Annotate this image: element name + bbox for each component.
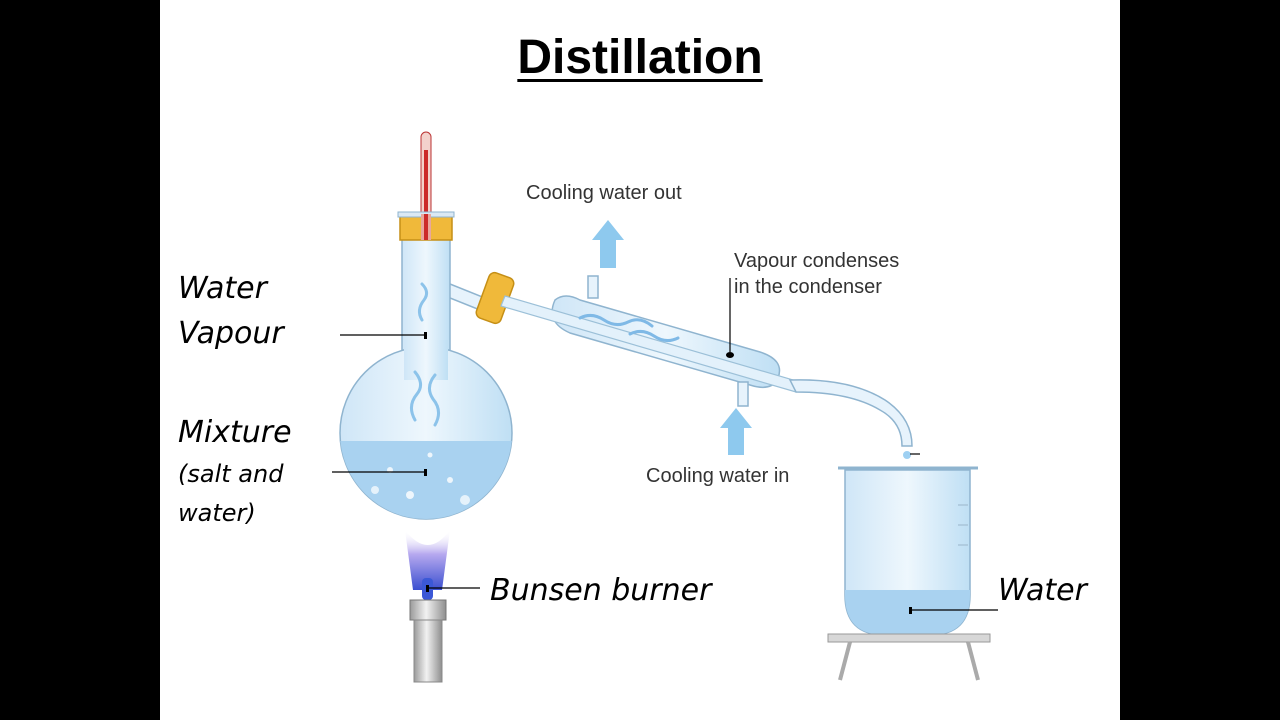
label-mixture-sub-2: water) — [178, 499, 256, 527]
caption-cooling-water-in: Cooling water in — [646, 465, 790, 487]
cooling-water-in-arrow — [720, 408, 752, 455]
slide: Distillation — [160, 0, 1120, 720]
caption-vapour-condenses-1: Vapour condenses — [734, 250, 900, 272]
leader-lines — [332, 278, 998, 614]
bunsen-burner — [405, 530, 450, 683]
flame-icon — [405, 530, 450, 590]
label-water: Water — [178, 271, 267, 306]
distillation-apparatus — [332, 131, 998, 683]
cooling-water-out-arrow — [592, 220, 624, 268]
label-vapour: Vapour — [178, 316, 284, 351]
label-mixture: Mixture — [178, 415, 292, 450]
beaker — [838, 466, 978, 636]
page-title: Distillation — [517, 31, 763, 84]
label-mixture-sub-1: (salt and — [178, 460, 284, 488]
caption-cooling-water-out: Cooling water out — [526, 182, 682, 204]
round-bottom-flask — [339, 211, 513, 520]
tripod-stand — [827, 633, 991, 681]
droplet — [903, 451, 911, 459]
caption-vapour-condenses-2: in the condenser — [734, 276, 882, 298]
label-water-collected: Water — [998, 573, 1087, 608]
label-bunsen-burner: Bunsen burner — [490, 573, 712, 608]
condenser — [444, 271, 913, 459]
